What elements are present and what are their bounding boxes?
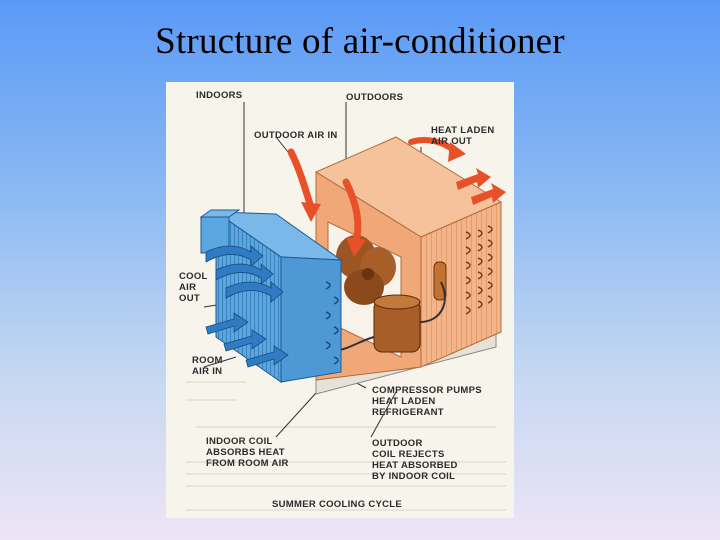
label-indoor-coil-line1: INDOOR COIL [206,436,273,447]
indoor-coil-tubes [325,281,339,365]
label-heat-laden-air-out-line2: AIR OUT [431,136,473,147]
air-out-curve-head [448,142,466,162]
label-outdoor-air-in: OUTDOOR AIR IN [254,130,338,141]
label-compressor-line2: HEAT LADEN [372,396,436,407]
label-indoor-coil-line2: ABSORBS HEAT [206,447,285,458]
label-cool-air-out-line1: COOL [179,271,208,282]
label-outdoor-coil-line2: COIL REJECTS [372,449,445,460]
label-compressor-line1: COMPRESSOR PUMPS [372,385,482,396]
label-outdoor-coil-line1: OUTDOOR [372,438,423,449]
diagram-drawing [186,102,506,511]
label-indoor-coil-line3: FROM ROOM AIR [206,458,289,469]
label-indoors: INDOORS [196,90,243,101]
cool-air-out-arrows [205,245,284,303]
outdoor-air-in-arrowheads [301,202,366,257]
label-room-air-in-line2: AIR IN [192,366,223,377]
air-conditioner-diagram: INDOORS OUTDOORS OUTDOOR AIR IN HEAT LAD… [166,82,514,518]
slide-title: Structure of air-conditioner [155,21,565,62]
diagram-caption: SUMMER COOLING CYCLE [272,499,403,510]
label-outdoors: OUTDOORS [346,92,404,103]
label-outdoor-coil-line4: BY INDOOR COIL [372,471,456,482]
label-compressor-line3: REFRIGERANT [372,407,444,418]
heat-laden-air-out-arrows [456,168,506,205]
room-air-in-arrows [205,312,289,368]
background-text-lines [186,381,506,511]
outdoor-coil-tubes [465,225,493,315]
label-room-air-in-line1: ROOM [192,355,223,366]
label-heat-laden-air-out-line1: HEAT LADEN [431,125,495,136]
label-cool-air-out-line2: AIR [179,282,197,293]
fan [336,235,396,305]
label-cool-air-out-line3: OUT [179,293,200,304]
label-outdoor-coil-line3: HEAT ABSORBED [372,460,458,471]
compressor [330,281,446,353]
